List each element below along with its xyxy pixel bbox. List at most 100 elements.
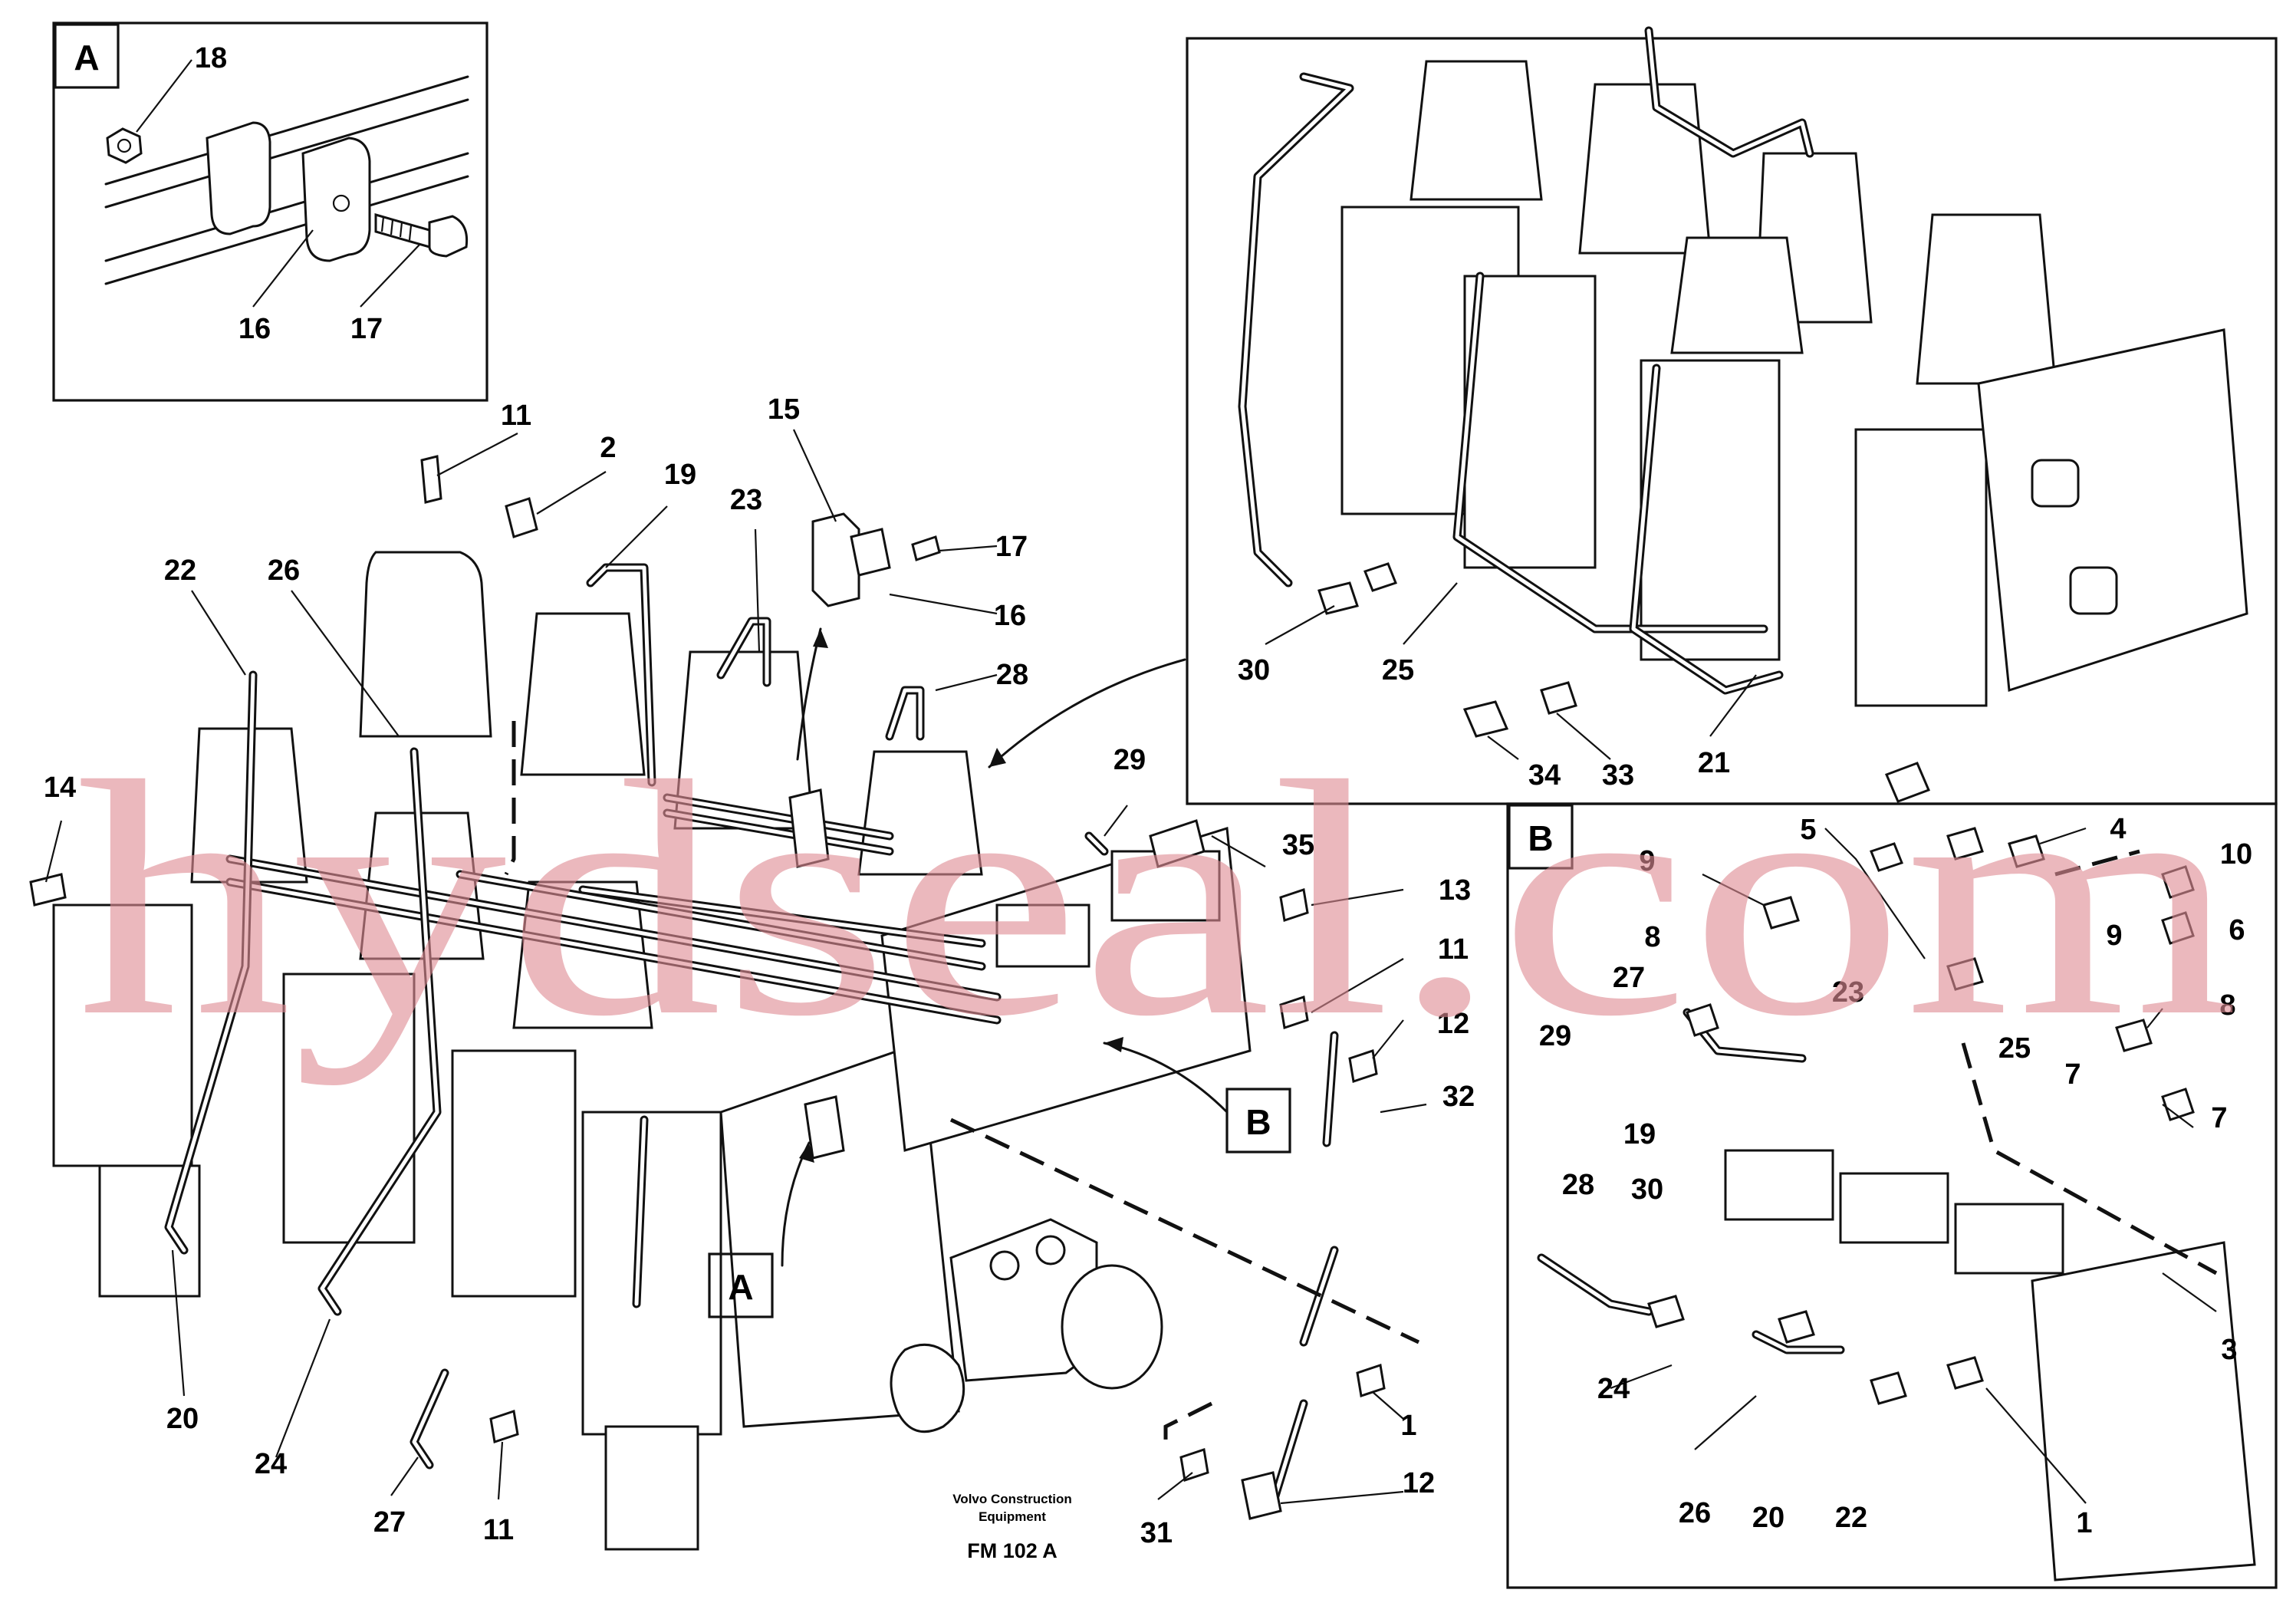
- label-15: 15: [768, 393, 800, 426]
- caption: Volvo Construction Equipment FM 102 A: [952, 1492, 1072, 1562]
- fitting-icon: [29, 873, 67, 907]
- solenoid-body-icon: [1463, 275, 1597, 569]
- elbow-fitting-icon: [2161, 911, 2195, 945]
- label-26: 26: [1679, 1497, 1711, 1529]
- tee-fitting-icon: [2008, 834, 2045, 868]
- inset-a-letter-box: [54, 23, 120, 89]
- solenoid-cap-icon: [359, 551, 492, 738]
- inset-a: A: [52, 21, 488, 402]
- label-12: 12: [1437, 1008, 1469, 1040]
- clamp-body-icon: [301, 137, 371, 262]
- label-29: 29: [1113, 744, 1146, 776]
- fitting-icon: [1946, 827, 1984, 861]
- callout-a-letter: A: [728, 1267, 753, 1307]
- label-34: 34: [1528, 759, 1561, 792]
- motor-flange-icon: [1061, 1264, 1163, 1390]
- label-1: 1: [1400, 1410, 1416, 1442]
- fitting-icon: [1647, 1295, 1685, 1328]
- label-28: 28: [1562, 1169, 1594, 1201]
- fitting-icon: [1356, 1364, 1386, 1397]
- fitting-icon: [1540, 681, 1577, 715]
- label-8: 8: [1644, 921, 1660, 953]
- label-31: 31: [1140, 1517, 1173, 1549]
- label-7: 7: [2064, 1058, 2081, 1091]
- callout-b-box: [1225, 1088, 1291, 1154]
- watermark-text: hydseal.com: [77, 713, 2239, 1086]
- fitting-icon: [1317, 581, 1359, 615]
- label-17: 17: [350, 313, 383, 345]
- bolt-head-icon: [428, 215, 469, 258]
- label-32: 32: [1442, 1081, 1475, 1113]
- label-4: 4: [2110, 813, 2126, 845]
- label-23: 23: [730, 484, 762, 516]
- label-20: 20: [1752, 1502, 1784, 1534]
- valve-block-icon: [1954, 1203, 2064, 1275]
- elbow-fitting-icon: [1462, 700, 1509, 738]
- label-7: 7: [2211, 1102, 2227, 1134]
- label-27: 27: [1613, 962, 1645, 994]
- clamp-icon: [804, 1095, 845, 1160]
- label-5: 5: [1800, 814, 1816, 846]
- fitting-icon: [420, 455, 442, 504]
- fitting-icon: [1686, 1003, 1719, 1037]
- label-33: 33: [1602, 759, 1634, 792]
- solenoid-cap-icon: [1916, 213, 2057, 385]
- label-3: 3: [2221, 1334, 2237, 1366]
- label-20: 20: [166, 1403, 199, 1435]
- fitting-icon: [1946, 1356, 1984, 1390]
- inset-b-letter-box: [1508, 804, 1574, 870]
- fitting-icon: [2161, 1088, 2195, 1121]
- inset-b: B: [1506, 802, 2278, 1589]
- callout-a-box: [708, 1252, 774, 1318]
- elbow-fitting-icon: [1762, 896, 1800, 930]
- solenoid-block-icon: [995, 903, 1090, 968]
- label-24: 24: [1597, 1373, 1630, 1405]
- fitting-icon: [1778, 1310, 1815, 1344]
- label-35: 35: [1282, 829, 1314, 861]
- solenoid-cap-icon: [520, 612, 646, 776]
- motor-shaft-icon: [890, 1343, 965, 1433]
- fitting-icon: [1149, 819, 1206, 868]
- label-10: 10: [2220, 838, 2252, 871]
- elbow-fitting-icon: [2115, 1019, 2153, 1052]
- label-23: 23: [1832, 976, 1864, 1009]
- valve-block-icon: [1977, 328, 2248, 692]
- solenoid-body-icon: [581, 1111, 722, 1436]
- solenoid-body-icon: [1640, 359, 1781, 661]
- label-11: 11: [501, 400, 531, 432]
- inset-top: [1186, 26, 2278, 805]
- nut-icon: [106, 127, 143, 164]
- solenoid-cap-icon: [1670, 236, 1804, 354]
- label-22: 22: [1835, 1502, 1867, 1534]
- valve-block-icon: [1839, 1172, 1949, 1244]
- label-19: 19: [664, 459, 696, 491]
- label-22: 22: [164, 555, 196, 587]
- inset-b-letter: B: [1528, 818, 1553, 858]
- caption-line2: Equipment: [979, 1509, 1046, 1524]
- label-30: 30: [1631, 1173, 1663, 1206]
- caption-line1: Volvo Construction: [952, 1492, 1072, 1506]
- label-18: 18: [195, 42, 227, 74]
- label-28: 28: [996, 659, 1028, 691]
- label-14: 14: [44, 772, 76, 804]
- valve-block-icon: [1724, 1149, 1834, 1221]
- label-8: 8: [2219, 989, 2235, 1022]
- label-30: 30: [1238, 654, 1270, 686]
- solenoid-body-icon: [1854, 428, 1988, 707]
- label-1: 1: [2076, 1507, 2092, 1539]
- inset-a-frame: [52, 21, 488, 402]
- label-21: 21: [1698, 747, 1730, 779]
- label-29: 29: [1539, 1020, 1571, 1052]
- fitting-icon: [2161, 865, 2195, 899]
- fitting-icon: [1279, 888, 1309, 922]
- fitting-icon: [911, 535, 941, 561]
- inset-a-letter: A: [74, 38, 99, 77]
- solenoid-body-icon: [282, 973, 416, 1244]
- label-27: 27: [373, 1506, 406, 1539]
- label-2: 2: [600, 432, 616, 464]
- label-19: 19: [1623, 1118, 1656, 1150]
- label-17: 17: [995, 531, 1028, 563]
- label-16: 16: [994, 600, 1026, 632]
